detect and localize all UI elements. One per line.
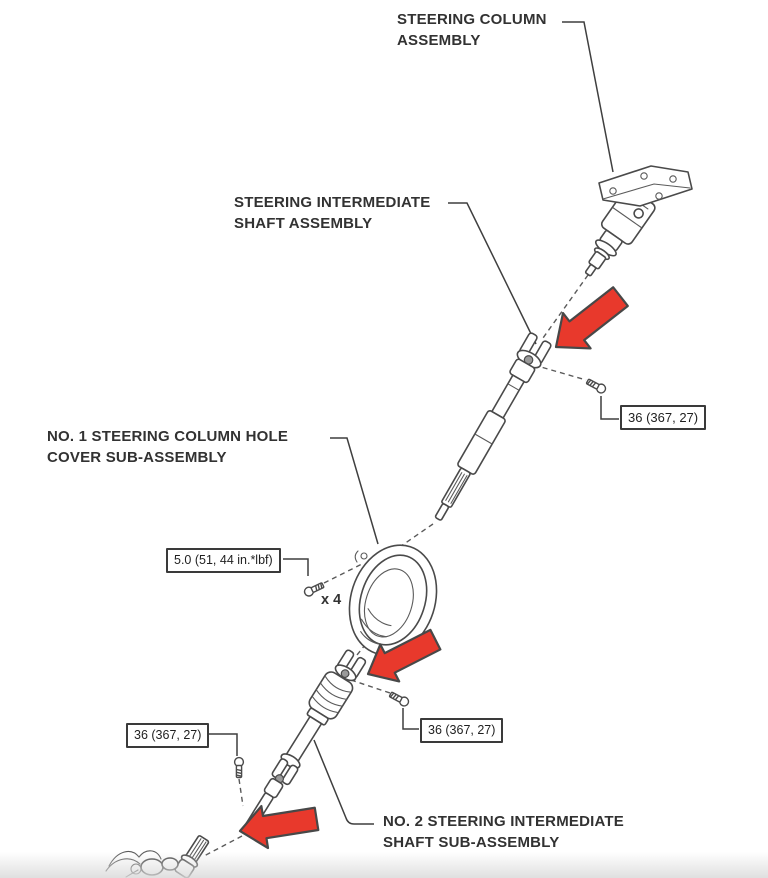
torque-spec-upper-joint-bolt: 36 (367, 27)	[620, 405, 707, 430]
bolt-upper-icon	[584, 376, 608, 396]
bolt-middle-icon	[387, 689, 411, 709]
red-arrow-lower-icon	[235, 796, 322, 854]
label-no2-steering-intermediate-shaft: NO. 2 STEERING INTERMEDIATE SHAFT SUB-AS…	[383, 813, 624, 851]
hole-cover-drawing	[348, 544, 438, 657]
label-steering-intermediate-shaft-assembly: STEERING INTERMEDIATE SHAFT ASSEMBLY	[234, 194, 431, 232]
steering-column-assembly-drawing	[584, 165, 693, 277]
leader-lines	[209, 21, 619, 825]
torque-spec-lower-joint-bolt: 36 (367, 27)	[126, 723, 210, 748]
quantity-note: x 4	[321, 592, 342, 608]
no2-intermediate-shaft-drawing	[244, 649, 367, 832]
intermediate-shaft-assembly-drawing	[434, 332, 552, 521]
steering-gear-drawing	[105, 835, 210, 878]
bolt-lower-icon	[233, 756, 245, 779]
torque-spec-hole-cover-screws: 5.0 (51, 44 in.*lbf)	[166, 548, 281, 573]
torque-spec-middle-joint-bolt: 36 (367, 27)	[420, 718, 504, 743]
label-no1-steering-column-hole-cover: NO. 1 STEERING COLUMN HOLE COVER SUB-ASS…	[47, 428, 289, 466]
red-arrow-upper-icon	[540, 277, 636, 367]
label-steering-column-assembly: STEERING COLUMN ASSEMBLY	[397, 11, 547, 49]
